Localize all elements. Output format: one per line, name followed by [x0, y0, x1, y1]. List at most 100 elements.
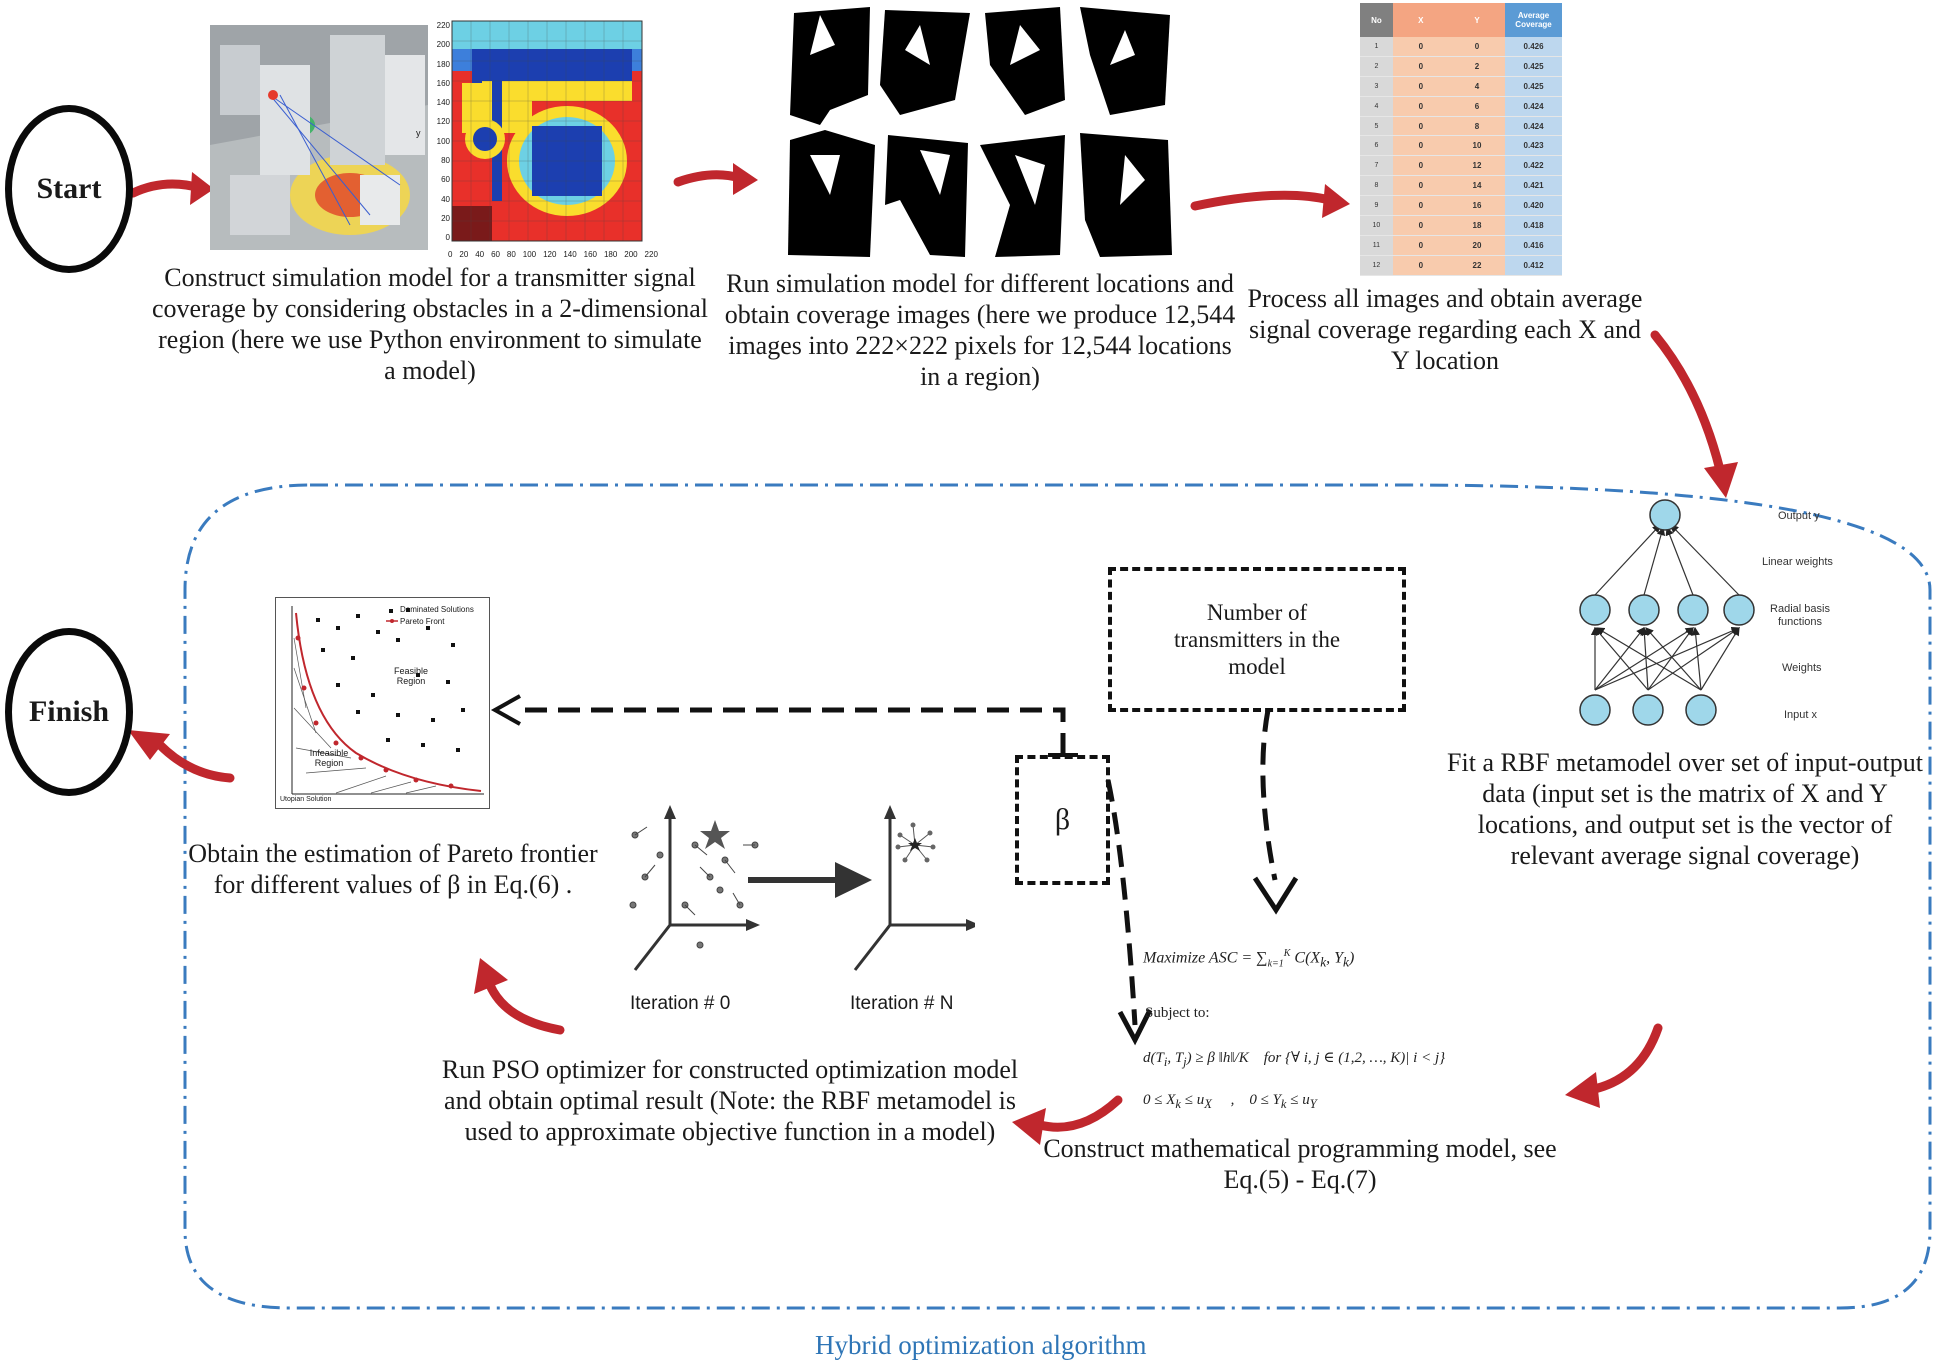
table-cell: 0	[1392, 235, 1449, 256]
objective-equation: Maximize ASC = ∑k=1K C(Xk, Yk)	[1143, 948, 1355, 970]
iteration-n-label: Iteration # N	[850, 993, 954, 1014]
col-y-header: Y	[1448, 3, 1506, 37]
start-label: Start	[36, 172, 102, 205]
heatmap-y-tick: 20	[441, 213, 450, 223]
step4-caption: Fit a RBF metamodel over set of input-ou…	[1447, 748, 1923, 870]
table-cell: 0.421	[1505, 175, 1562, 197]
bounds-constraint: 0 ≤ Xk ≤ uX , 0 ≤ Yk ≤ uY	[1143, 1092, 1317, 1111]
heatmap-y-tick: 220	[436, 21, 450, 30]
table-cell: 0	[1392, 76, 1449, 97]
dashed-connectors	[515, 707, 1278, 1026]
heatmap-x-tick: 0	[448, 250, 453, 259]
table-cell: 22	[1448, 255, 1506, 276]
table-cell: 20	[1448, 235, 1506, 256]
step7-caption: Obtain the estimation of Pareto frontier…	[188, 839, 598, 899]
utopian-label: Utopian Solution	[280, 796, 332, 803]
col-no-header: No	[1360, 3, 1393, 37]
heatmap-y-label: y	[416, 128, 421, 138]
step6-caption: Run PSO optimizer for constructed optimi…	[441, 1055, 1019, 1146]
col-avg-header: Average Coverage	[1505, 3, 1562, 37]
heatmap-y-tick: 160	[436, 78, 450, 88]
table-cell: 0.416	[1505, 235, 1562, 256]
arrow-table-to-rbf	[1650, 330, 1725, 475]
table-cell: 3	[1360, 76, 1393, 97]
table-cell: 0	[1392, 155, 1449, 177]
table-cell: 10	[1448, 135, 1506, 157]
arrow-math-to-pso	[1035, 1095, 1123, 1132]
city-3d-model-image	[210, 25, 428, 250]
legend-dominated: Dominated Solutions	[400, 605, 474, 614]
table-cell: 0.412	[1505, 255, 1562, 276]
table-cell: 0	[1392, 56, 1449, 77]
table-cell: 0	[1392, 37, 1449, 57]
table-cell: 0.418	[1505, 215, 1562, 236]
heatmap-x-tick: 60	[491, 250, 500, 259]
heatmap-y-tick: 140	[436, 98, 450, 108]
table-cell: 7	[1360, 155, 1393, 177]
table-cell: 0	[1392, 175, 1449, 197]
table-cell: 0	[1448, 37, 1506, 57]
table-cell: 18	[1448, 215, 1506, 236]
table-cell: 1	[1360, 37, 1393, 57]
table-cell: 0.424	[1505, 96, 1562, 117]
heatmap-y-tick: 120	[436, 117, 450, 127]
beta-symbol: β	[1054, 803, 1071, 836]
table-cell: 0	[1392, 116, 1449, 137]
table-cell: 6	[1448, 96, 1506, 117]
heatmap-x-tick: 120	[543, 250, 557, 259]
step1-caption: Construct simulation model for a transmi…	[152, 263, 708, 385]
table-cell: 12	[1360, 255, 1393, 276]
pareto-plot	[291, 606, 484, 795]
red-arrows	[128, 163, 1738, 1145]
step5-caption: Construct mathematical programming model…	[1043, 1134, 1557, 1194]
table-cell: 2	[1360, 56, 1393, 77]
table-cell: 0.425	[1505, 56, 1562, 77]
rbf-linear-weights-label: Linear weights	[1762, 556, 1833, 568]
hybrid-boundary	[183, 483, 1932, 1310]
rbf-radial-label: Radial basis functions	[1770, 603, 1830, 628]
heatmap-x-tick: 160	[583, 250, 598, 259]
heatmap-x-tick: 100	[522, 250, 537, 259]
heatmap-y-tick: 200	[436, 40, 450, 50]
table-cell: 4	[1448, 76, 1506, 97]
heatmap-y-tick: 0	[445, 233, 450, 243]
table-cell: 0	[1392, 255, 1449, 276]
table-cell: 8	[1448, 116, 1506, 137]
coverage-heatmap	[451, 20, 643, 242]
col-x-header: X	[1392, 3, 1449, 37]
subject-to-label: Subject to:	[1145, 1005, 1210, 1021]
coverage-images-grid	[780, 5, 1175, 263]
legend-pareto: Pareto Front	[400, 617, 445, 626]
table-cell: 0.423	[1505, 135, 1562, 157]
heatmap-y-tick: 60	[441, 175, 450, 185]
table-cell: 0	[1392, 135, 1449, 157]
table-cell: 14	[1448, 175, 1506, 197]
pareto-chart-image: Dominated Solutions Pareto Front Feasibl…	[275, 597, 490, 809]
arrow-model-to-images	[673, 170, 745, 187]
rbf-output-label: Output y	[1778, 510, 1820, 522]
transmitters-box: Number of transmitters in the model	[1108, 567, 1406, 712]
table-cell: 6	[1360, 135, 1393, 157]
step2-caption: Run simulation model for different locat…	[724, 269, 1236, 391]
transmitters-to-equation	[1260, 709, 1278, 881]
table-cell: 0	[1392, 215, 1449, 236]
heatmap-x-tick: 140	[563, 250, 577, 259]
start-node: Start	[5, 105, 133, 273]
table-cell: 4	[1360, 96, 1393, 117]
arrow-pso-to-pareto	[485, 980, 565, 1035]
beta-box: β	[1015, 755, 1110, 885]
finish-label: Finish	[28, 695, 110, 728]
table-cell: 8	[1360, 175, 1393, 197]
